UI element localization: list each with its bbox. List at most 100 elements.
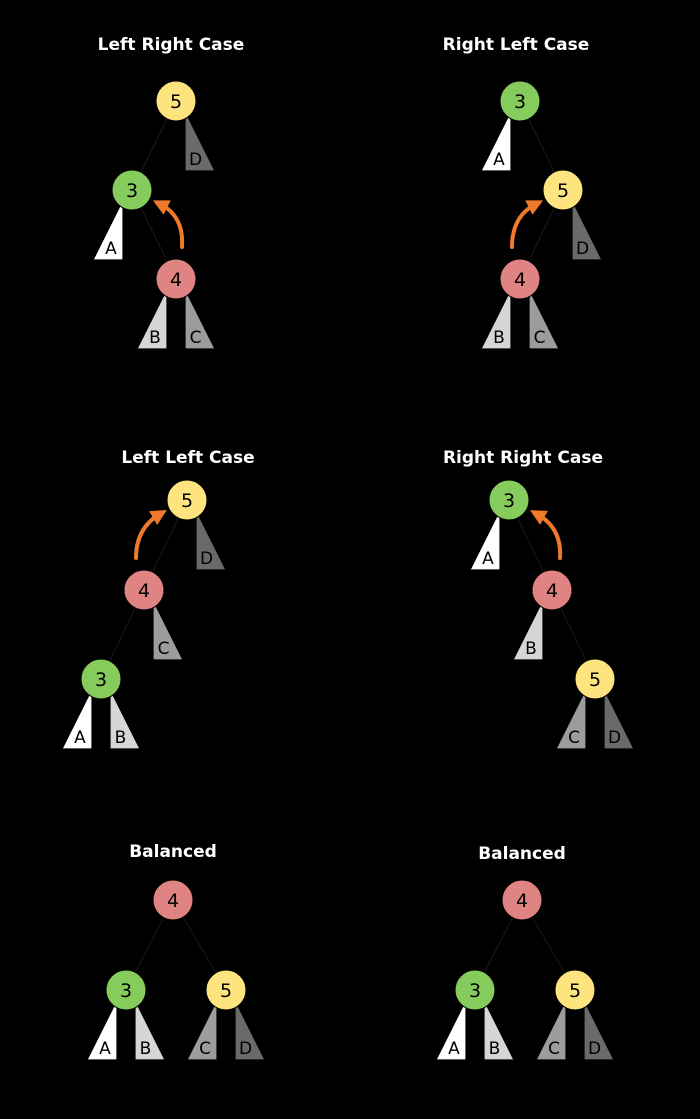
node-label: 3 bbox=[120, 980, 132, 1002]
subtree-label: A bbox=[493, 150, 505, 170]
node-label: 5 bbox=[569, 980, 581, 1002]
node-circle bbox=[166, 479, 208, 521]
subtree-a-triangle bbox=[86, 999, 118, 1061]
panel-title: Left Right Case bbox=[98, 35, 245, 55]
node-label: 3 bbox=[126, 180, 138, 202]
node-circle bbox=[542, 169, 584, 211]
subtree-c-triangle bbox=[535, 999, 567, 1061]
subtree-label: D bbox=[608, 728, 621, 748]
node-3: 3 bbox=[80, 658, 122, 700]
node-label: 5 bbox=[589, 669, 601, 691]
node-circle bbox=[499, 80, 541, 122]
node-label: 4 bbox=[546, 580, 558, 602]
subtree-label: D bbox=[576, 239, 589, 259]
node-3: 3 bbox=[105, 969, 147, 1011]
node-label: 3 bbox=[95, 669, 107, 691]
node-circle bbox=[531, 569, 573, 611]
subtree-b-triangle bbox=[483, 999, 515, 1061]
rotation-arrow-icon bbox=[510, 200, 544, 249]
node-3: 3 bbox=[111, 169, 153, 211]
node-3: 3 bbox=[488, 479, 530, 521]
subtree-label: C bbox=[548, 1039, 560, 1059]
node-circle bbox=[499, 258, 541, 300]
node-circle bbox=[501, 879, 543, 921]
node-5: 5 bbox=[155, 80, 197, 122]
node-4: 4 bbox=[531, 569, 573, 611]
node-label: 5 bbox=[220, 980, 232, 1002]
subtree-label: B bbox=[493, 328, 505, 348]
subtree-a-triangle bbox=[61, 688, 93, 750]
subtree-label: A bbox=[74, 728, 86, 748]
subtree-label: B bbox=[115, 728, 127, 748]
subtree-d-triangle bbox=[603, 688, 635, 750]
subtree-b-triangle bbox=[136, 288, 168, 350]
node-label: 4 bbox=[514, 269, 526, 291]
subtree-label: D bbox=[588, 1039, 601, 1059]
subtree-d-triangle bbox=[184, 110, 216, 172]
node-label: 3 bbox=[469, 980, 481, 1002]
subtree-label: B bbox=[489, 1039, 501, 1059]
node-label: 4 bbox=[138, 580, 150, 602]
node-label: 5 bbox=[557, 180, 569, 202]
subtree-label: C bbox=[158, 639, 170, 659]
subtree-label: A bbox=[99, 1039, 111, 1059]
node-circle bbox=[80, 658, 122, 700]
panel-title: Balanced bbox=[129, 842, 217, 862]
subtree-b-triangle bbox=[134, 999, 166, 1061]
subtree-a-triangle bbox=[435, 999, 467, 1061]
subtree-label: A bbox=[448, 1039, 460, 1059]
subtree-c-triangle bbox=[555, 688, 587, 750]
node-label: 5 bbox=[170, 91, 182, 113]
node-3: 3 bbox=[499, 80, 541, 122]
node-label: 4 bbox=[516, 890, 528, 912]
node-circle bbox=[205, 969, 247, 1011]
node-circle bbox=[152, 879, 194, 921]
subtree-b-triangle bbox=[109, 688, 141, 750]
subtree-label: D bbox=[189, 150, 202, 170]
node-4: 4 bbox=[152, 879, 194, 921]
subtree-label: A bbox=[482, 549, 494, 569]
rotation-arrow-icon bbox=[134, 509, 167, 560]
subtree-a-triangle bbox=[92, 199, 124, 261]
node-label: 4 bbox=[167, 890, 179, 912]
node-circle bbox=[123, 569, 165, 611]
node-4: 4 bbox=[123, 569, 165, 611]
subtree-label: C bbox=[568, 728, 580, 748]
node-label: 3 bbox=[514, 91, 526, 113]
subtree-b-triangle bbox=[512, 599, 544, 661]
node-circle bbox=[155, 80, 197, 122]
node-circle bbox=[111, 169, 153, 211]
node-3: 3 bbox=[454, 969, 496, 1011]
node-circle bbox=[554, 969, 596, 1011]
node-label: 5 bbox=[181, 490, 193, 512]
subtree-label: B bbox=[525, 639, 537, 659]
subtree-c-triangle bbox=[184, 288, 216, 350]
panel-title: Right Right Case bbox=[443, 448, 603, 468]
subtree-d-triangle bbox=[571, 199, 603, 261]
panel-title: Left Left Case bbox=[121, 448, 254, 468]
node-4: 4 bbox=[501, 879, 543, 921]
node-circle bbox=[155, 258, 197, 300]
rotation-arrow-icon bbox=[152, 200, 185, 249]
subtree-label: C bbox=[534, 328, 546, 348]
node-4: 4 bbox=[499, 258, 541, 300]
subtree-label: D bbox=[200, 549, 213, 569]
subtree-label: C bbox=[199, 1039, 211, 1059]
node-circle bbox=[105, 969, 147, 1011]
node-5: 5 bbox=[166, 479, 208, 521]
subtree-label: B bbox=[140, 1039, 152, 1059]
node-4: 4 bbox=[155, 258, 197, 300]
subtree-d-triangle bbox=[583, 999, 615, 1061]
subtree-label: D bbox=[239, 1039, 252, 1059]
node-5: 5 bbox=[574, 658, 616, 700]
panel-title: Right Left Case bbox=[443, 35, 590, 55]
subtree-d-triangle bbox=[195, 509, 227, 571]
